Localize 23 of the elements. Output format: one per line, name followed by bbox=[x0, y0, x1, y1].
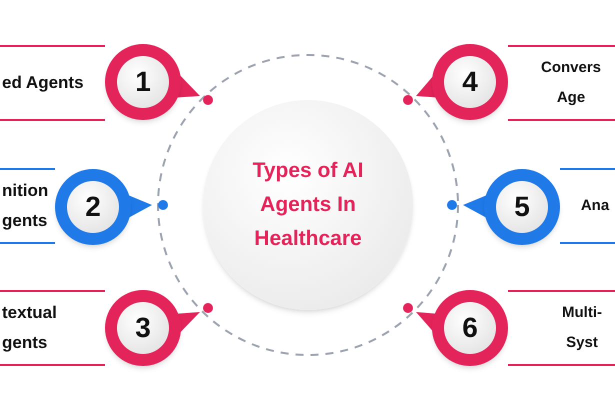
label-card bbox=[508, 290, 615, 366]
number-text: 3 bbox=[135, 311, 151, 345]
number-text: 6 bbox=[462, 311, 478, 345]
number-badge bbox=[105, 44, 181, 120]
number-text: 1 bbox=[135, 65, 151, 99]
card-text: Multi- Syst bbox=[561, 303, 603, 353]
number-badge bbox=[432, 44, 508, 120]
label-card bbox=[0, 290, 105, 366]
label-card bbox=[508, 45, 615, 121]
label-card bbox=[560, 168, 615, 244]
label-card bbox=[0, 45, 105, 121]
number-badge bbox=[105, 290, 181, 366]
label-card bbox=[0, 168, 55, 244]
number-text: 4 bbox=[462, 65, 478, 99]
title-text: Types of AI Agents In Healthcare bbox=[252, 158, 364, 252]
card-text: nition gents bbox=[2, 180, 50, 232]
card-text: textual gents bbox=[2, 302, 58, 354]
card-text: Convers Age bbox=[540, 58, 602, 108]
card-text: ed Agents bbox=[2, 72, 85, 94]
card-text: Ana bbox=[580, 196, 610, 216]
number-badge bbox=[432, 290, 508, 366]
number-text: 5 bbox=[514, 190, 530, 224]
number-text: 2 bbox=[85, 190, 101, 224]
